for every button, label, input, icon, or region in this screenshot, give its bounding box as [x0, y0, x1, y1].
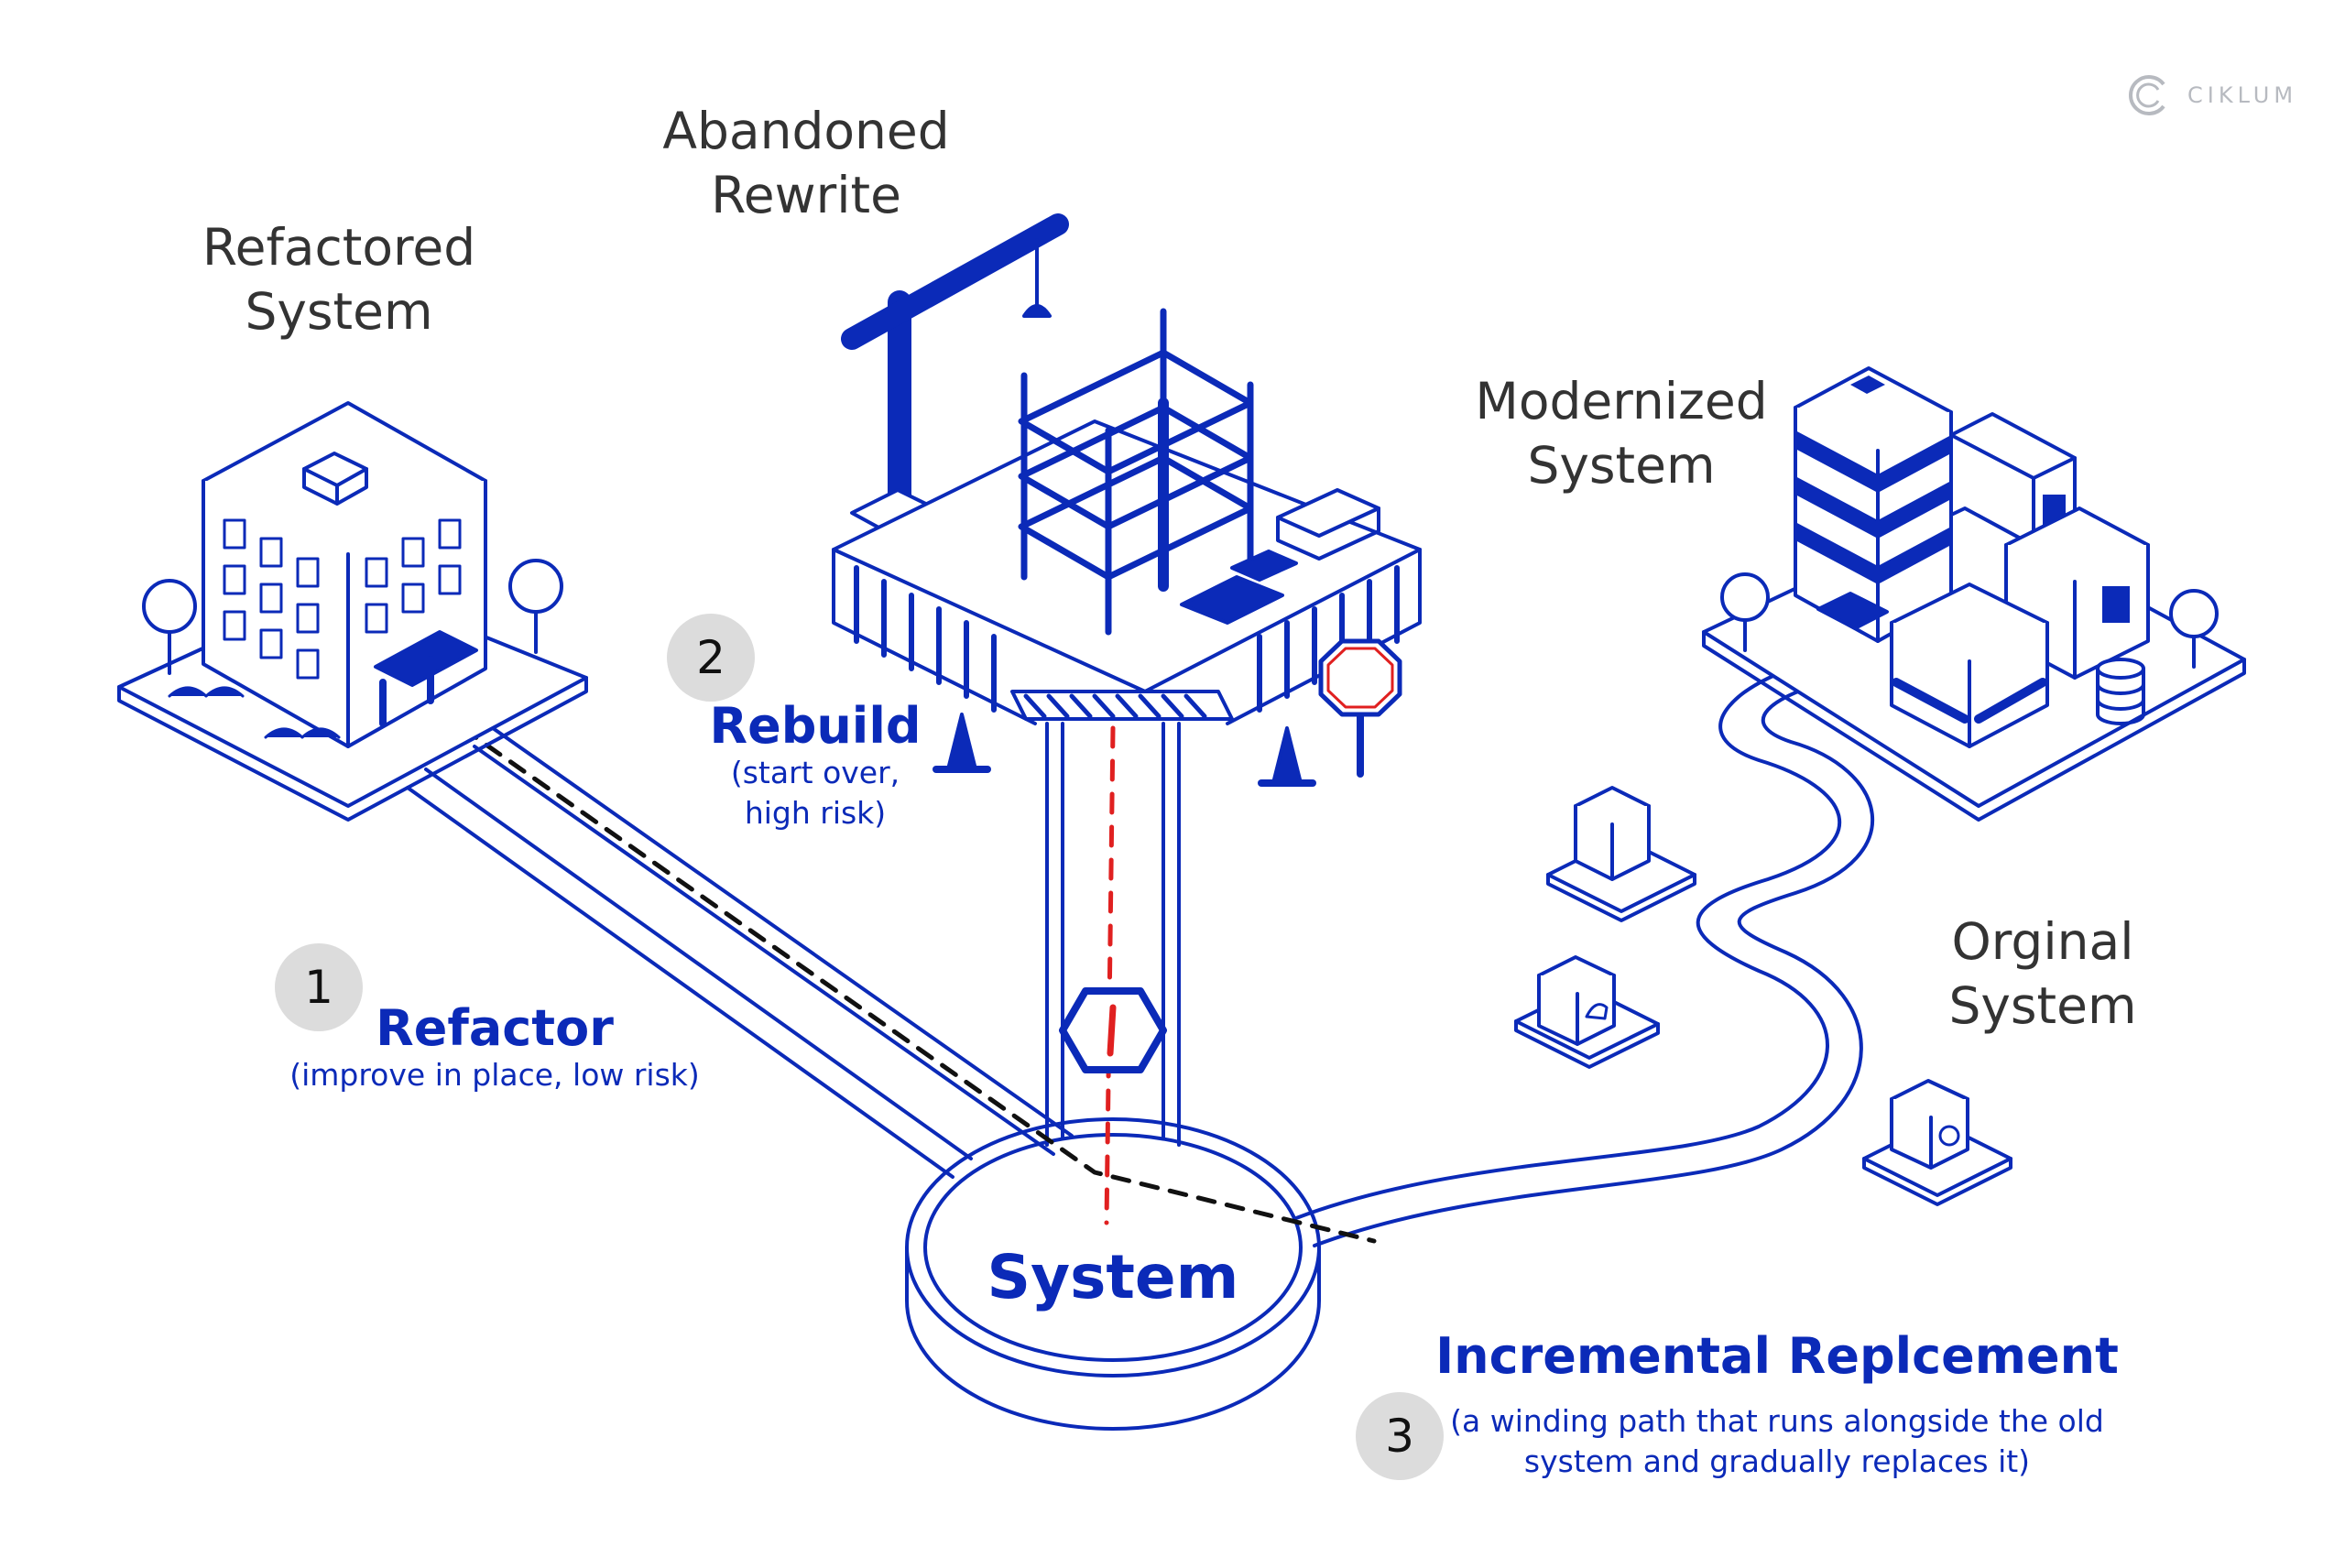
- original-system-label: Orginal System: [1948, 912, 2137, 1035]
- ciklum-logo-icon: [2129, 75, 2165, 115]
- modernized-system-label: Modernized System: [1475, 372, 1768, 495]
- option-3-title: Incremental Replcement: [1435, 1327, 2119, 1385]
- central-system-platform: [905, 1117, 1321, 1431]
- refactor-road: [406, 726, 1074, 1179]
- option-2-badge: 2: [667, 614, 755, 702]
- office-building-icon: [117, 401, 588, 822]
- option-1-subtitle: (improve in place, low risk): [289, 1057, 700, 1093]
- refactor-dashed-path: [460, 725, 1377, 1244]
- construction-frame-icon: [832, 308, 1422, 725]
- hexagon-sign-icon: [1059, 987, 1167, 1073]
- server-box-icon: [1862, 1079, 2012, 1206]
- ciklum-logo-text: CIKLUM: [2187, 82, 2298, 108]
- stop-sign-icon: [1318, 638, 1402, 778]
- traffic-cone-icon: [933, 713, 1316, 787]
- system-center-label: System: [987, 1242, 1239, 1312]
- winding-road: [1294, 658, 1875, 1247]
- rebuild-road: [1045, 722, 1181, 1147]
- ciklum-logo: CIKLUM: [2127, 73, 2297, 117]
- rebuild-dashed-path: [1104, 725, 1116, 1225]
- option-2-subtitle: (start over, high risk): [730, 755, 900, 831]
- option-3-badge: 3: [1356, 1392, 1444, 1480]
- database-icon: [2096, 658, 2145, 725]
- abandoned-rewrite-label: Abandoned Rewrite: [662, 102, 950, 224]
- server-box-icon: [1514, 955, 1660, 1069]
- option-1-badge: 1: [275, 943, 363, 1031]
- option-2-title: Rebuild: [709, 697, 922, 755]
- option-1-title: Refactor: [376, 999, 614, 1057]
- option-3-subtitle: (a winding path that runs alongside the …: [1450, 1403, 2104, 1479]
- server-box-icon: [1546, 786, 1696, 922]
- refactored-system-label: Refactored System: [202, 218, 476, 341]
- city-buildings-icon: [1702, 366, 2246, 822]
